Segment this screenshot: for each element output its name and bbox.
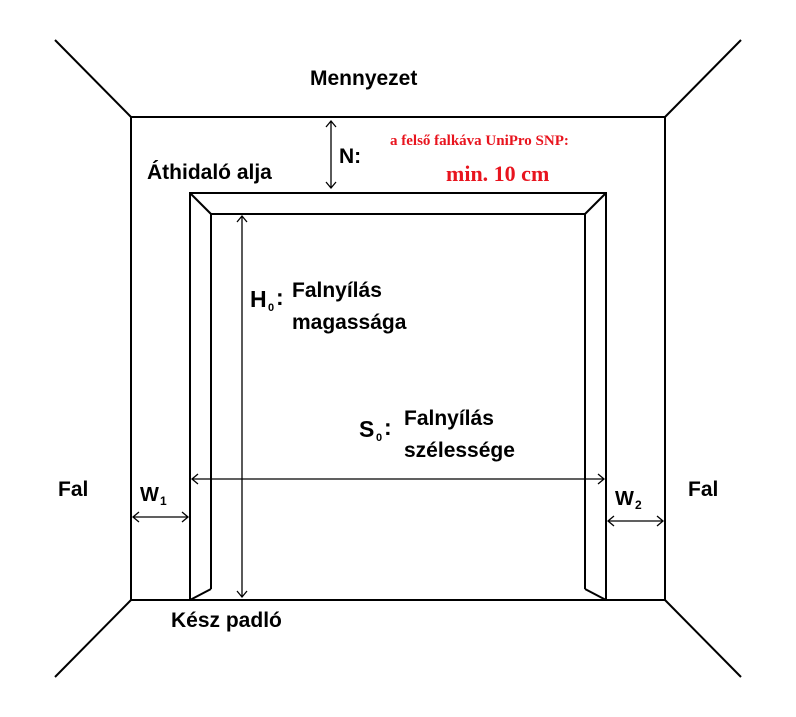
dimension-n <box>325 119 337 190</box>
corner-line-top-right <box>664 39 742 118</box>
ceiling-label: Mennyezet <box>310 67 417 90</box>
s0-subscript: 0 <box>376 432 382 444</box>
opening-outline <box>189 192 607 600</box>
h0-symbol: H <box>250 286 267 312</box>
dimension-s0 <box>190 473 606 485</box>
red-note-line1: a felső falkáva UniPro SNP: <box>390 133 569 149</box>
s0-symbol: S <box>359 416 374 442</box>
corner-line-bottom-right <box>664 599 742 678</box>
w2-symbol: W <box>615 488 634 510</box>
dimension-w1 <box>131 511 190 523</box>
wall-right-label: Fal <box>688 478 718 501</box>
corner-line-bottom-left <box>54 599 132 678</box>
wall-frame <box>130 116 666 601</box>
h0-colon: : <box>276 284 284 310</box>
opening-inner-outline <box>210 213 586 589</box>
s0-description-line2: szélessége <box>404 439 515 462</box>
w2-subscript: 2 <box>635 498 642 512</box>
dimension-h0 <box>236 214 248 599</box>
h0-subscript: 0 <box>268 302 274 314</box>
w1-subscript: 1 <box>160 494 167 508</box>
h0-description-line1: Falnyílás <box>292 279 382 302</box>
red-note-line2: min. 10 cm <box>446 161 549 186</box>
reveal-edge-top-left <box>189 192 212 215</box>
reveal-edge-bottom-left <box>189 588 212 601</box>
s0-colon: : <box>384 414 392 440</box>
dimension-w2 <box>606 515 665 527</box>
corner-line-top-left <box>54 39 132 118</box>
wall-left-label: Fal <box>58 478 88 501</box>
floor-label: Kész padló <box>171 609 282 632</box>
lintel-bottom-label: Áthidaló alja <box>147 161 272 184</box>
h0-description-line2: magassága <box>292 311 407 334</box>
w1-symbol: W <box>140 484 159 506</box>
s0-description-line1: Falnyílás <box>404 407 494 430</box>
n-label: N: <box>339 145 361 168</box>
reveal-edge-top-right <box>584 192 607 215</box>
reveal-edge-bottom-right <box>584 588 607 601</box>
